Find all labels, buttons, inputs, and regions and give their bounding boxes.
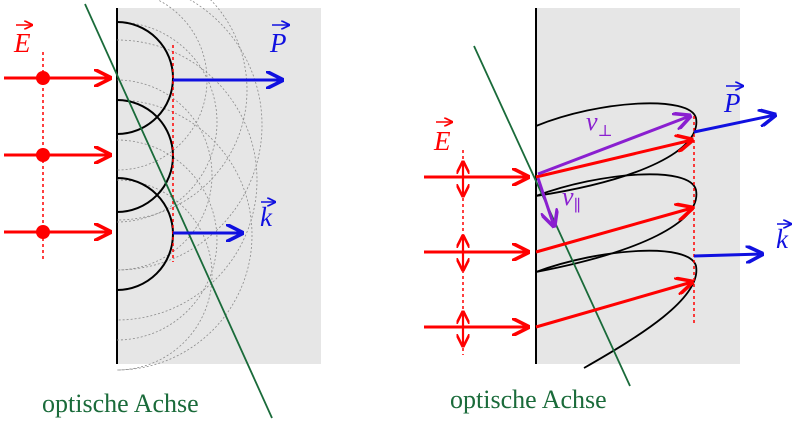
left-panel: E P k optische Achse — [4, 0, 321, 419]
left-wave-label: k — [260, 202, 273, 232]
right-wavefronts — [535, 102, 698, 369]
right-poynting-arrow — [693, 115, 775, 134]
right-v-par-label: v∥ — [562, 182, 581, 215]
right-field-label: E — [433, 126, 451, 156]
left-poynting-label: P — [269, 28, 287, 58]
left-incident-rays — [4, 78, 110, 232]
right-panel: E P k v⊥ v∥ optische Achse — [424, 8, 791, 414]
right-v-par-arrow — [536, 177, 554, 226]
right-v-par-subscript: ∥ — [574, 197, 581, 215]
right-v-perp-subscript: ⊥ — [598, 123, 613, 140]
right-incident-rays — [424, 177, 528, 327]
right-wave-label: k — [776, 224, 789, 254]
right-axis-label: optische Achse — [450, 385, 607, 414]
right-v-perp-arrow — [537, 116, 690, 176]
right-wave-vector-arrow — [693, 254, 762, 256]
left-crystal — [117, 8, 321, 364]
right-poynting-label: P — [723, 88, 741, 118]
left-axis-label: optische Achse — [42, 389, 199, 418]
left-field-label: E — [13, 28, 31, 58]
right-v-perp-label: v⊥ — [586, 107, 613, 140]
left-optical-axis — [84, 3, 273, 419]
right-refracted-rays — [535, 140, 692, 329]
left-field-dots — [36, 71, 50, 239]
